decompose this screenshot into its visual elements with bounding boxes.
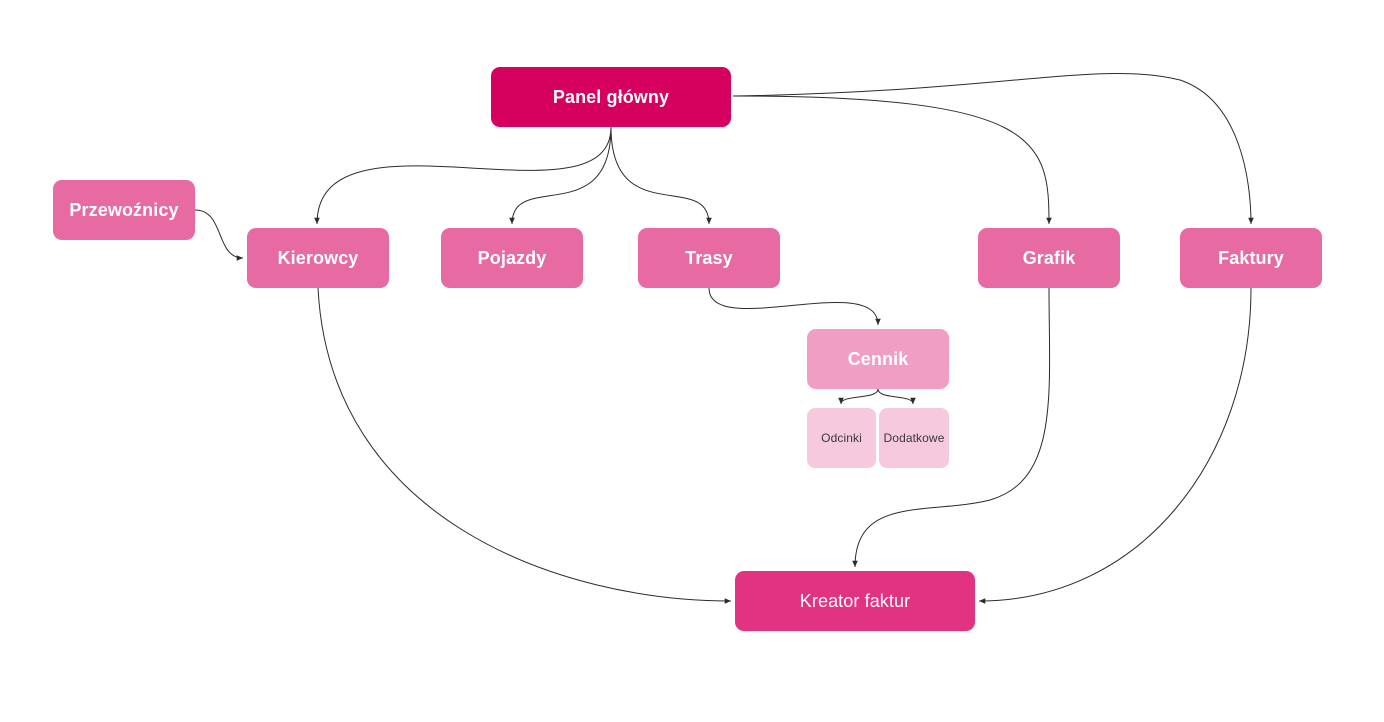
edge-panel-trasy	[610, 126, 712, 225]
node-grafik[interactable]: Grafik	[978, 228, 1120, 288]
edge-panel-grafik	[732, 95, 1052, 225]
edge-panel-faktury	[732, 72, 1254, 225]
node-przewoznicy[interactable]: Przewoźnicy	[53, 180, 195, 240]
edge-kierowcy-kreator	[317, 287, 732, 604]
edge-przewoznicy-kierowcy	[194, 209, 244, 261]
edge-cennik-dodatkowe	[877, 388, 916, 405]
node-odcinki[interactable]: Odcinki	[807, 408, 876, 468]
edge-panel-kierowcy	[314, 126, 612, 225]
node-dodatkowe[interactable]: Dodatkowe	[879, 408, 949, 468]
node-kreator-faktur[interactable]: Kreator faktur	[735, 571, 975, 631]
node-cennik[interactable]: Cennik	[807, 329, 949, 389]
node-trasy[interactable]: Trasy	[638, 228, 780, 288]
edge-faktury-kreator	[978, 287, 1252, 604]
node-panel-glowny[interactable]: Panel główny	[491, 67, 731, 127]
node-kierowcy[interactable]: Kierowcy	[247, 228, 389, 288]
edge-trasy-cennik	[708, 287, 881, 326]
edge-panel-pojazdy	[509, 126, 612, 225]
edge-grafik-kreator	[852, 287, 1051, 568]
edge-cennik-odcinki	[838, 388, 879, 405]
node-faktury[interactable]: Faktury	[1180, 228, 1322, 288]
node-pojazdy[interactable]: Pojazdy	[441, 228, 583, 288]
